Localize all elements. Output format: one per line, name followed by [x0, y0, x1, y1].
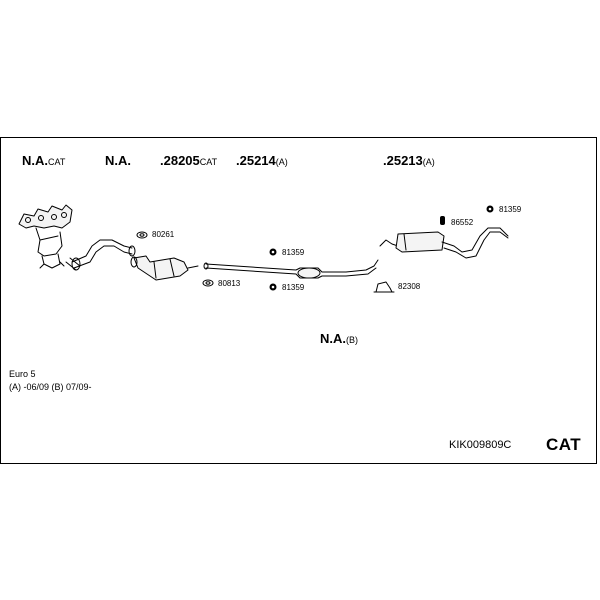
kit-code: KIK009809C	[449, 439, 512, 451]
header-col4-main: .25214	[236, 153, 276, 168]
header-col1: N.A.CAT	[22, 153, 65, 169]
gasket-80813	[202, 279, 214, 287]
part-number-80261: 80261	[152, 230, 175, 239]
mid-label-suffix: (B)	[346, 335, 358, 345]
header-col4: .25214(A)	[236, 153, 288, 169]
catalytic-converter-part	[130, 255, 199, 281]
header-col1-main: N.A.	[22, 153, 48, 168]
header-col1-suffix: CAT	[48, 157, 66, 167]
header-col5-main: .25213	[383, 153, 423, 168]
part-number-82308: 82308	[398, 282, 421, 291]
part-number-80813: 80813	[218, 279, 241, 288]
hanger-86552	[440, 216, 445, 225]
part-number-81359-upper: 81359	[282, 248, 305, 257]
header-col5-suffix: (A)	[422, 157, 435, 167]
diagram-frame	[0, 137, 597, 464]
mid-label: N.A.(B)	[320, 331, 358, 347]
cat-label: CAT	[546, 435, 582, 454]
clamp-82308	[375, 281, 393, 293]
part-number-86552: 86552	[451, 218, 474, 227]
header-col3-suffix: CAT	[199, 157, 218, 167]
header-col3-main: .28205	[160, 153, 200, 168]
part-number-81359-lower: 81359	[282, 283, 305, 292]
mid-label-main: N.A.	[320, 331, 346, 346]
middle-silencer-part	[203, 259, 379, 279]
header-col2: N.A.	[105, 153, 131, 169]
rear-silencer-part	[379, 227, 509, 259]
part-number-81359-right: 81359	[499, 205, 522, 214]
header-col2-main: N.A.	[105, 153, 131, 168]
small-parts	[136, 231, 395, 293]
note-line2: (A) -06/09 (B) 07/09-	[9, 382, 92, 392]
note-line1: Euro 5	[9, 369, 36, 379]
gasket-80261	[136, 231, 148, 239]
manifold-catalyst-part	[18, 204, 73, 269]
header-col4-suffix: (A)	[275, 157, 288, 167]
front-pipe-part	[65, 239, 136, 271]
header-col5: .25213(A)	[383, 153, 435, 169]
header-col3: .28205CAT	[160, 153, 217, 169]
